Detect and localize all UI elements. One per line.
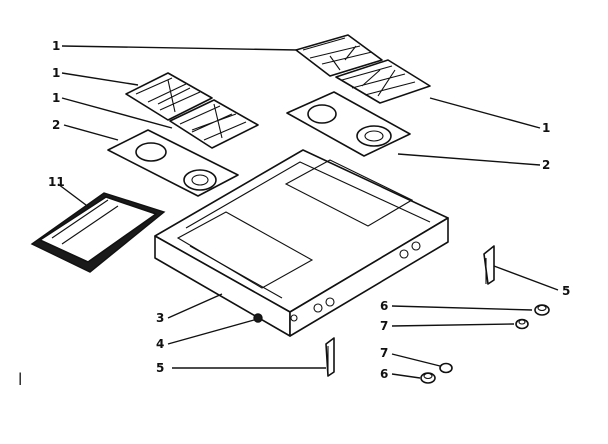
- callout-grate-mid-left: 1: [52, 91, 60, 105]
- knob-6a: [534, 304, 550, 316]
- knob-7b: [439, 362, 453, 374]
- screw: [253, 313, 263, 323]
- callout-knob-7b: 7: [380, 346, 388, 360]
- callout-burner-right: 2: [542, 158, 550, 172]
- cooktop-frame: [154, 149, 449, 337]
- callout-grate-upper-left: 1: [52, 66, 60, 80]
- leader-lines: [57, 45, 559, 379]
- glass-panel: [30, 192, 166, 273]
- callout-knob-7a: 7: [380, 319, 388, 333]
- callout-glass-panel: 11: [48, 175, 65, 189]
- burner-pan-right: [286, 91, 411, 157]
- bracket-right: [483, 245, 495, 285]
- callout-bracket-left: 5: [156, 361, 164, 375]
- callout-bracket-right: 5: [562, 284, 570, 298]
- knob-6b: [420, 372, 436, 384]
- callout-screw: 4: [156, 337, 164, 351]
- callout-grate-top-left: 1: [52, 39, 60, 53]
- callout-burner-left: 2: [52, 118, 60, 132]
- callout-main-top: 3: [156, 311, 164, 325]
- callout-grate-right: 1: [542, 121, 550, 135]
- burner-pan-left: [107, 129, 239, 197]
- bracket-left: [325, 337, 335, 377]
- grate-right-pair: [295, 34, 431, 104]
- callout-knob-6a: 6: [380, 299, 388, 313]
- margin-mark: |: [18, 371, 22, 385]
- knob-7a: [515, 318, 529, 330]
- grate-left-pair: [125, 72, 259, 149]
- callout-knob-6b: 6: [380, 367, 388, 381]
